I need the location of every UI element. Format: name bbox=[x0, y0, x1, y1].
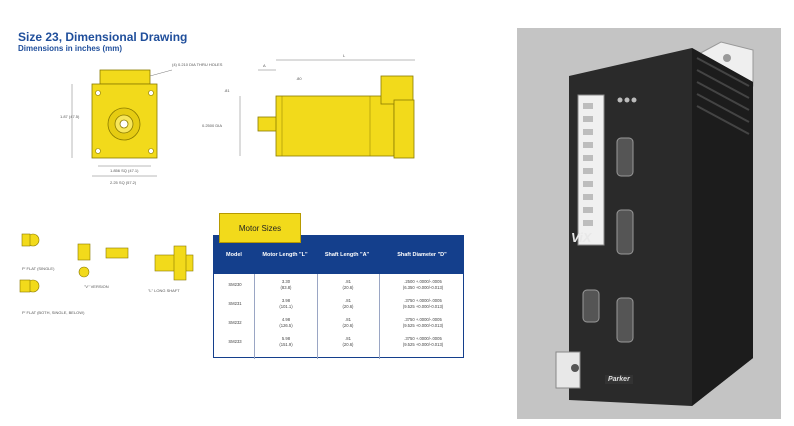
motor-front-view bbox=[71, 69, 173, 177]
cell-shaft-length-mm: (20.6) bbox=[342, 342, 354, 347]
cell-diameter-mm: (9.525 +0.000/-0.013) bbox=[402, 304, 444, 309]
front-width-label: 2.25 SQ (57.2) bbox=[110, 180, 137, 185]
header-shaft-length: Shaft Length "A" bbox=[324, 252, 370, 258]
page-subtitle: Dimensions in inches (mm) bbox=[18, 44, 123, 53]
cell-diameter-mm: (9.525 +0.000/-0.013) bbox=[402, 342, 444, 347]
cell-diameter-mm: (9.525 +0.000/-0.013) bbox=[402, 323, 444, 328]
cell-model: SM231 bbox=[228, 301, 242, 306]
cell-shaft-length: .81 bbox=[345, 317, 351, 322]
cell-shaft-length-mm: (20.6) bbox=[342, 323, 354, 328]
shaft-dia-label: 0.2500 DIA bbox=[202, 123, 222, 128]
cell-length: 4.98 bbox=[281, 317, 291, 322]
cell-shaft-length: .81 bbox=[345, 279, 351, 284]
motor-side-view bbox=[239, 59, 415, 159]
flat-both-label: P' FLAT (BOTH, SINGLE, BELOW) bbox=[22, 310, 85, 315]
drive-photo: ViX Parker bbox=[517, 28, 781, 419]
holes-note: (4) 0.210 DIA THRU HOLES bbox=[172, 62, 223, 67]
cell-shaft-length: .81 bbox=[345, 298, 351, 303]
cell-length-mm: (126.5) bbox=[279, 323, 293, 328]
cell-length: 3.98 bbox=[281, 298, 291, 303]
cell-shaft-length-mm: (20.6) bbox=[342, 285, 354, 290]
bolt-circle-label: 1.856 SQ (47.1) bbox=[110, 168, 139, 173]
drive-illustration bbox=[555, 41, 754, 406]
header-shaft-diameter: Shaft Diameter "D" bbox=[397, 252, 447, 258]
table-body: SM230 3.30 (83.8) .81 (20.6) .2500 +.000… bbox=[213, 273, 464, 359]
cell-diameter: .3750 +.0000/-.0005 bbox=[404, 298, 442, 303]
l-long-shaft-label: "L" LONG SHAFT bbox=[148, 288, 180, 293]
cell-shaft-length-mm: (20.6) bbox=[342, 304, 354, 309]
cell-diameter-mm: (6.350 +0.000/-0.013) bbox=[402, 285, 444, 290]
motor-sizes-tab: Motor Sizes bbox=[219, 213, 301, 243]
flat-single-label: P' FLAT (SINGLE) bbox=[22, 266, 55, 271]
page-title: Size 23, Dimensional Drawing bbox=[18, 30, 188, 44]
cell-diameter: .3750 +.0000/-.0005 bbox=[404, 317, 442, 322]
cell-diameter: .2500 +.0000/-.0005 bbox=[404, 279, 442, 284]
cell-length-mm: (101.1) bbox=[279, 304, 293, 309]
dim-80-label: .80 bbox=[296, 76, 302, 81]
dimensional-drawing-panel: Size 23, Dimensional Drawing Dimensions … bbox=[18, 30, 464, 359]
front-height-label: 1.87 (47.5) bbox=[60, 114, 80, 119]
v-version-label: "V" VERSION bbox=[84, 284, 109, 289]
cell-model: SM232 bbox=[228, 320, 242, 325]
cell-length-mm: (151.9) bbox=[279, 342, 293, 347]
header-model: Model bbox=[226, 252, 242, 258]
cell-model: SM233 bbox=[228, 339, 242, 344]
cell-diameter: .3750 +.0000/-.0005 bbox=[404, 336, 442, 341]
length-l-label: L bbox=[343, 53, 346, 58]
brand-mark: ViX bbox=[571, 230, 592, 245]
cell-length: 3.30 bbox=[281, 279, 291, 284]
cell-length: 5.98 bbox=[281, 336, 291, 341]
cell-length-mm: (83.8) bbox=[280, 285, 292, 290]
motor-drawing: (4) 0.210 DIA THRU HOLES 1.87 (47.5) 1.8… bbox=[19, 53, 415, 315]
shaft-detail-views bbox=[19, 233, 194, 293]
header-motor-length: Motor Length "L" bbox=[262, 252, 308, 258]
length-a-label: A bbox=[263, 63, 266, 68]
motor-sizes-table: Model Motor Length "L" Shaft Length "A" … bbox=[213, 235, 464, 359]
parker-logo: Parker bbox=[605, 375, 633, 384]
cell-model: SM230 bbox=[228, 282, 242, 287]
cell-shaft-length: .81 bbox=[345, 336, 351, 341]
shaft-len-label: .81 bbox=[224, 88, 230, 93]
